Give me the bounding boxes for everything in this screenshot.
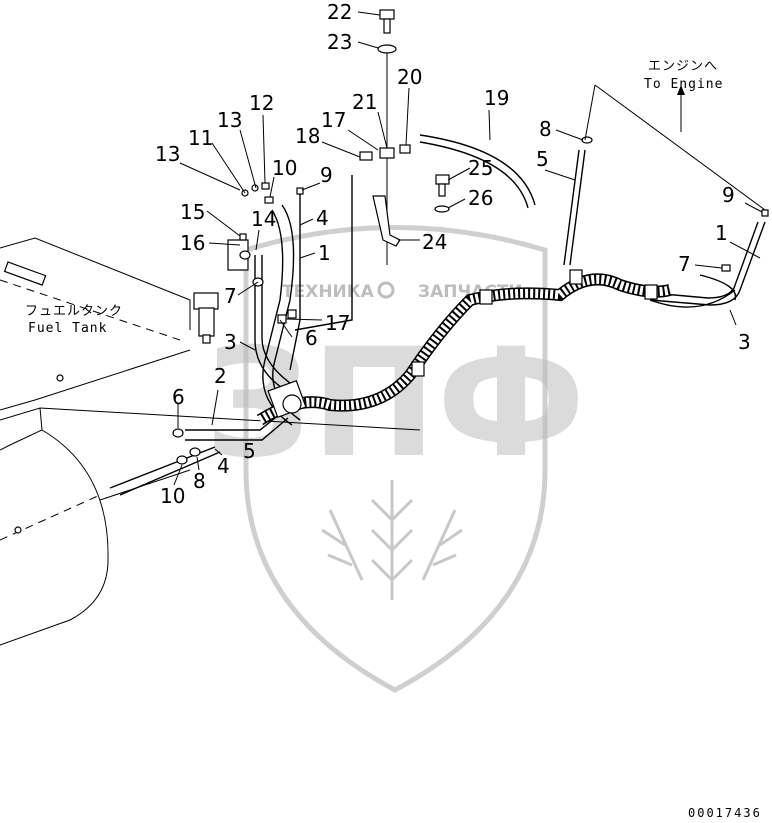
clip-20 xyxy=(399,144,411,154)
conduit-clamp xyxy=(644,284,658,300)
callout-6-mid: 6 xyxy=(305,326,318,350)
callout-21: 21 xyxy=(352,90,377,114)
callout-12: 12 xyxy=(249,91,274,115)
callout-14: 14 xyxy=(251,207,276,231)
tank-bolt xyxy=(56,374,64,382)
callout-4-top: 4 xyxy=(316,206,329,230)
callout-5-right: 5 xyxy=(536,147,549,171)
washer-26 xyxy=(434,205,450,213)
callout-17-top: 17 xyxy=(321,108,346,132)
to-engine-label-jp: エンジンへ xyxy=(648,59,718,74)
callout-8-right: 8 xyxy=(539,117,552,141)
callout-24: 24 xyxy=(422,230,447,254)
bracket-24 xyxy=(372,195,401,247)
callout-2: 2 xyxy=(214,364,227,388)
bolt-25 xyxy=(435,174,450,185)
callout-5-low: 5 xyxy=(243,439,256,463)
callout-9-top: 9 xyxy=(320,163,333,187)
callout-6-low: 6 xyxy=(172,385,185,409)
callout-8-low: 8 xyxy=(193,469,206,493)
callout-numbers: 22 23 20 21 19 17 18 12 13 11 10 9 13 25… xyxy=(155,0,751,508)
callout-23: 23 xyxy=(327,30,352,54)
to-engine-indicator: エンジンへ To Engine xyxy=(584,59,766,211)
callout-7-left: 7 xyxy=(224,284,237,308)
clamp-21 xyxy=(379,147,395,159)
pump-flange xyxy=(282,394,302,414)
to-engine-label-en: To Engine xyxy=(644,77,723,92)
leader-lines xyxy=(173,11,763,486)
callout-11: 11 xyxy=(188,126,213,150)
callout-22: 22 xyxy=(327,0,352,24)
callout-10-low: 10 xyxy=(160,484,185,508)
fuel-tank-label-jp: フュエルタンク xyxy=(25,304,123,319)
fittings xyxy=(172,136,769,465)
bolt-22-shank xyxy=(383,18,391,34)
tank-bolt xyxy=(14,526,22,534)
callout-16: 16 xyxy=(180,231,205,255)
bolt-22 xyxy=(379,9,395,20)
callout-15: 15 xyxy=(180,200,205,224)
callout-25: 25 xyxy=(468,156,493,180)
callout-3-right: 3 xyxy=(738,330,751,354)
conduit-clamp xyxy=(411,361,425,377)
callout-13-left: 13 xyxy=(155,142,180,166)
callout-7-right: 7 xyxy=(678,252,691,276)
tank-bracket xyxy=(3,261,47,286)
callout-26: 26 xyxy=(468,186,493,210)
bolt-25-shank xyxy=(438,183,446,197)
fuel-tank: フュエルタンク Fuel Tank xyxy=(0,237,421,646)
callout-19: 19 xyxy=(484,86,509,110)
washer-23 xyxy=(377,44,397,54)
conduit-clamp xyxy=(479,289,493,305)
callout-10-top: 10 xyxy=(272,156,297,180)
gear-icon xyxy=(377,281,395,299)
callout-13-top: 13 xyxy=(217,108,242,132)
callout-9-right: 9 xyxy=(722,183,735,207)
callout-17-mid: 17 xyxy=(325,311,350,335)
callout-4-low: 4 xyxy=(217,454,230,478)
callout-1-left: 1 xyxy=(318,241,331,265)
watermark-text-left: ТЕХНИКА xyxy=(282,282,375,302)
callout-18: 18 xyxy=(295,124,320,148)
arrow-up-icon xyxy=(677,85,685,95)
corrugated-conduit xyxy=(256,269,672,426)
clip-18 xyxy=(359,151,373,161)
callout-20: 20 xyxy=(397,65,422,89)
bracket-assembly xyxy=(359,9,450,265)
drawing-code: 00017436 xyxy=(688,806,762,820)
callout-1-right: 1 xyxy=(715,221,728,245)
fuel-tank-label-en: Fuel Tank xyxy=(28,321,107,336)
conduit-clamp xyxy=(569,269,583,285)
callout-3-left: 3 xyxy=(224,330,237,354)
wheat-emblem xyxy=(321,480,463,600)
